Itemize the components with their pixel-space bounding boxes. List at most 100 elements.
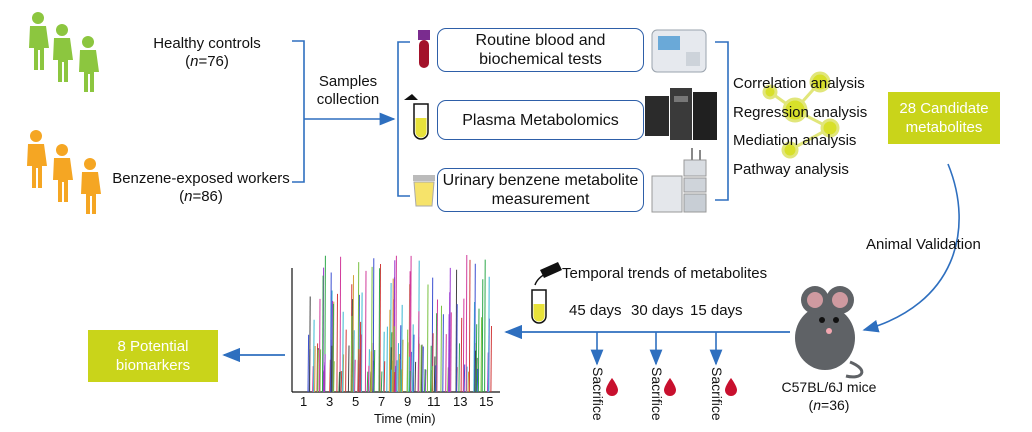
mass-spectrometer-icon [645, 88, 717, 140]
blood-drop-icon [725, 378, 737, 396]
chromatogram-peak [412, 334, 415, 393]
chromatogram-peak [410, 255, 412, 393]
chromatogram-peak [401, 339, 404, 393]
chromatogram-peak [371, 266, 373, 393]
chromatogram-peak [475, 324, 478, 393]
chromatogram-peak [408, 356, 410, 393]
chromatogram-peak [392, 278, 394, 393]
chromatogram-peak [424, 369, 426, 393]
chromatogram-peak [409, 370, 411, 393]
chromatogram-peak [361, 292, 363, 393]
chromatogram-peak [342, 311, 344, 393]
analysis-list: Correlation analysis Regression analysis… [733, 70, 867, 184]
chromatogram-peak [450, 312, 452, 393]
timepoint-label: 30 days [631, 302, 684, 319]
chromatogram-peak [332, 303, 334, 393]
chromatogram-peak [357, 262, 360, 393]
chromatogram-peak [465, 254, 468, 393]
samples-collection-label: Samples collection [316, 73, 380, 108]
chromatogram-peak [364, 270, 367, 393]
chromatogram-peak [338, 371, 341, 393]
chromatogram-peak [353, 330, 355, 393]
chromatogram-peak [433, 356, 436, 393]
x-tick-label: 5 [352, 394, 360, 409]
chromatogram-peak [372, 258, 375, 393]
x-tick-label: 7 [378, 394, 386, 409]
chromatogram-peak [394, 365, 397, 393]
chromatogram-peak [390, 369, 393, 393]
exposed-people-icon [27, 130, 101, 214]
chromatogram-peak [388, 309, 391, 393]
chromatogram-peak [367, 365, 370, 393]
chromatogram-peak [396, 360, 398, 393]
chromatogram-peak [357, 348, 360, 393]
chromatogram-peak [474, 350, 477, 393]
chromatogram-peak [340, 370, 343, 393]
timepoint-label: 45 days [569, 302, 622, 319]
blood-drop-icon [606, 378, 618, 396]
chromatogram-peak [347, 345, 350, 393]
chromatogram-peak [463, 364, 466, 393]
chromatogram-peak [379, 263, 381, 393]
chromatogram-peak [424, 369, 427, 393]
chromatogram-peak [397, 343, 399, 393]
x-tick-label: 9 [404, 394, 412, 409]
hplc-instrument-icon [651, 148, 707, 213]
chromatogram-peaks [307, 254, 492, 393]
chromatogram-peak [440, 305, 442, 393]
exposed-workers-label: Benzene-exposed workers (n=86) [112, 170, 290, 205]
chromatogram-peak [393, 371, 396, 393]
chromatogram-peak [360, 334, 362, 393]
chromatogram-peak [431, 366, 433, 393]
sacrifice-label: Sacrifice [709, 367, 725, 421]
chromatogram-peak [373, 349, 376, 393]
chromatogram-peak [380, 371, 383, 393]
chromatogram-peak [339, 256, 342, 393]
chromatogram-peak [420, 345, 422, 393]
chromatogram-peak [309, 296, 311, 393]
cohort-bracket [292, 40, 305, 183]
animal-validation-label: Animal Validation [866, 236, 981, 253]
chromatogram-peak [378, 268, 381, 393]
chromatogram-peak [307, 334, 310, 393]
chromatogram-peak [370, 351, 372, 393]
chromatogram-peak [481, 279, 484, 393]
chromatogram-peak [430, 345, 432, 393]
chromatogram-peak [354, 359, 356, 393]
analysis-item: Mediation analysis [733, 132, 857, 149]
chromatogram-peak [324, 354, 326, 393]
chromatogram-peak [477, 308, 480, 393]
chromatogram-peak [436, 299, 438, 393]
chromatogram-peak [414, 361, 417, 393]
x-tick-label: 11 [427, 394, 441, 409]
chromatogram-peak [426, 284, 429, 393]
analysis-item: Correlation analysis [733, 75, 865, 92]
chromatogram-peak [318, 298, 321, 393]
animal-validation-arrow [862, 163, 960, 333]
chromatogram-peak [458, 343, 460, 393]
chromatogram-peak [314, 345, 316, 393]
chromatogram-peak [366, 371, 369, 393]
x-tick-label: 1 [300, 394, 308, 409]
x-tick-label: 3 [326, 394, 334, 409]
chromatogram-peak [352, 275, 354, 393]
chromatogram-peak [490, 325, 492, 393]
chromatogram-peak [330, 272, 332, 393]
analyzer-instrument-icon [651, 29, 707, 73]
chromatogram-peak [336, 293, 338, 393]
chromatogram-peak [422, 346, 424, 393]
chromatogram-peak [383, 361, 386, 393]
timepoint-label: 15 days [690, 302, 743, 319]
chromatogram-peak [401, 304, 403, 393]
chromatogram-peak [476, 368, 479, 393]
chromatogram-peak [351, 299, 353, 393]
chromatogram-peak [322, 275, 324, 393]
chromatogram-peak [474, 263, 476, 393]
chromatogram-peak [350, 315, 353, 393]
sacrifice-label: Sacrifice [649, 367, 665, 421]
chromatogram-peak [383, 331, 385, 393]
chromatogram-peak [468, 259, 471, 393]
chromatogram-peak [316, 343, 319, 393]
